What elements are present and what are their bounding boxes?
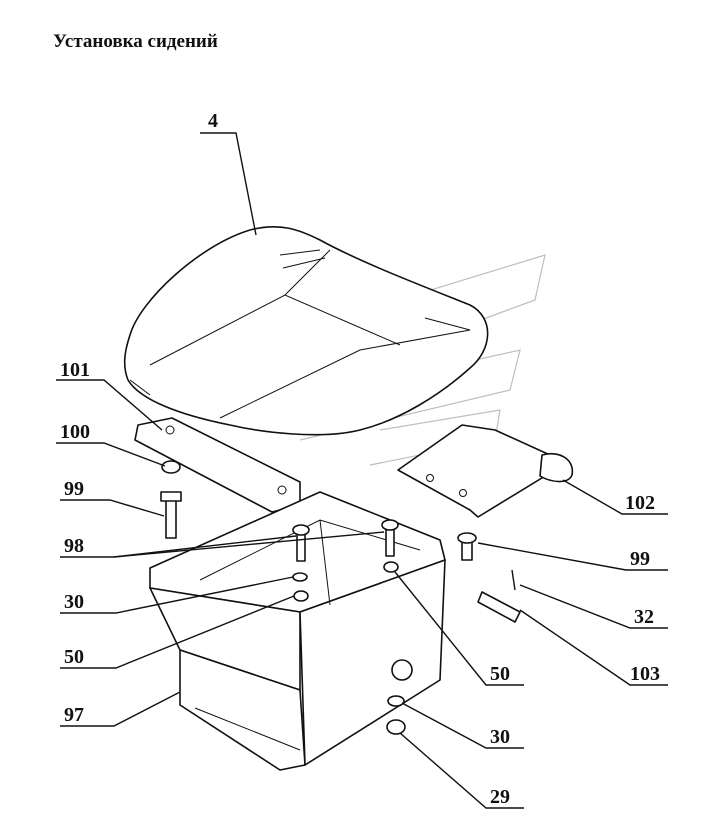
washer-30-lower bbox=[387, 695, 405, 707]
bolt-98-right bbox=[381, 519, 399, 557]
bolt-99-left bbox=[160, 491, 182, 539]
callout-103: 103 bbox=[630, 663, 660, 685]
callout-labels: 4 101 100 99 98 30 50 97 102 99 32 103 5… bbox=[60, 110, 660, 808]
nut-29 bbox=[386, 719, 406, 735]
hinge-plate bbox=[397, 424, 574, 518]
callout-100: 100 bbox=[60, 421, 90, 443]
nut-100 bbox=[161, 460, 181, 474]
callout-30-right: 30 bbox=[490, 726, 510, 748]
callout-101: 101 bbox=[60, 359, 90, 381]
pin-32 bbox=[511, 569, 516, 591]
callout-29: 29 bbox=[490, 786, 510, 808]
leader-lines bbox=[56, 132, 668, 809]
callout-4: 4 bbox=[208, 110, 218, 132]
callout-30-left: 30 bbox=[64, 591, 84, 613]
callout-98: 98 bbox=[64, 535, 84, 557]
axle-103 bbox=[477, 591, 521, 623]
bolt-99-right bbox=[457, 532, 477, 561]
callout-99-right: 99 bbox=[630, 548, 650, 570]
seat-cushion bbox=[123, 226, 489, 436]
callout-32: 32 bbox=[634, 606, 654, 628]
washer-30-upper bbox=[292, 572, 308, 582]
nut-50-right bbox=[383, 561, 399, 573]
nut-50-left bbox=[293, 590, 309, 602]
diagram-title: Установка сидений bbox=[53, 31, 218, 52]
bolt-98-left bbox=[292, 524, 310, 562]
callout-50-right: 50 bbox=[490, 663, 510, 685]
callout-102: 102 bbox=[625, 492, 655, 514]
callout-97: 97 bbox=[64, 704, 84, 726]
callout-99-left: 99 bbox=[64, 478, 84, 500]
callout-50-left: 50 bbox=[64, 646, 84, 668]
